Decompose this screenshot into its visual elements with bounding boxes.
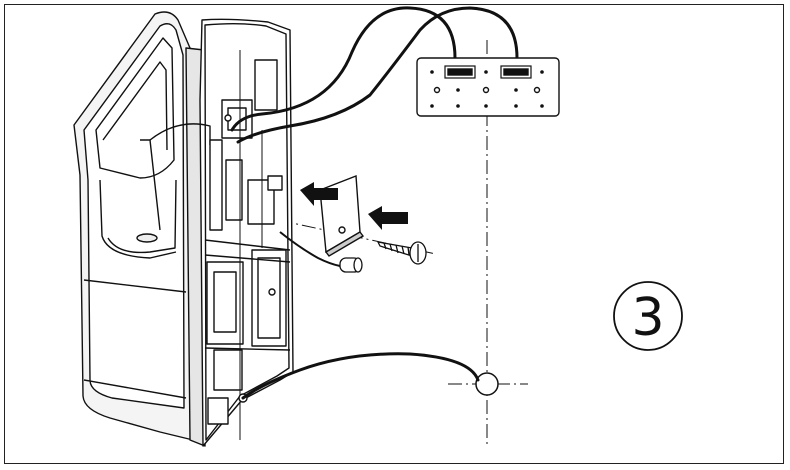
step-number-badge: 3: [613, 281, 683, 351]
step-number: 3: [631, 288, 664, 348]
power-cables: [230, 6, 519, 144]
insertion-arrows: [300, 182, 408, 230]
arrow-cover-plate: [300, 182, 338, 206]
power-cable: [241, 352, 480, 400]
hand-dryer-unit: [73, 11, 294, 447]
cable-ferrite-bead: [279, 231, 363, 273]
wall-mounting-bracket: [416, 57, 560, 117]
wall-cable-entry: [475, 372, 499, 396]
arrow-screw: [368, 206, 408, 230]
mounting-screw: [376, 241, 427, 265]
